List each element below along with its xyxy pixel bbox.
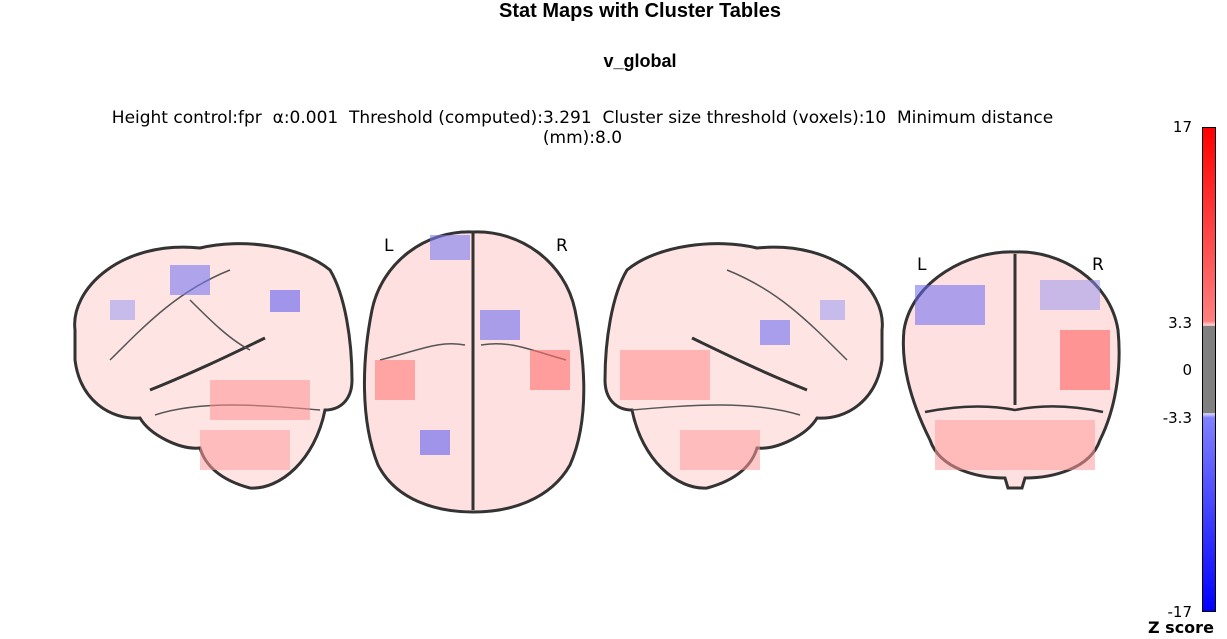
axial-blob xyxy=(375,360,415,400)
figure-title: Stat Maps with Cluster Tables xyxy=(499,0,781,22)
coronal-blob xyxy=(935,420,1095,470)
colorbar-label: Z score xyxy=(1148,618,1214,637)
coronal-view xyxy=(901,250,1121,490)
coronal-blob xyxy=(1040,280,1100,310)
axial-blob xyxy=(480,310,520,340)
sagittal-right-sulcus xyxy=(631,404,801,416)
sagittal-left-sulcus xyxy=(109,269,231,361)
colorbar-tick-zero: 0 xyxy=(1182,361,1192,379)
sagittal-left-blob xyxy=(270,290,300,312)
sagittal-left-view xyxy=(73,242,354,490)
sagittal-right-blob xyxy=(820,300,845,320)
axial-blob xyxy=(530,350,570,390)
axial-sulcus xyxy=(379,342,466,361)
coronal-sulcus xyxy=(924,405,1104,414)
axial-blob xyxy=(420,430,450,455)
colorbar-tick-pos-threshold: 3.3 xyxy=(1168,314,1192,332)
axial-right-label: R xyxy=(556,236,568,256)
sagittal-right-blob xyxy=(760,320,790,345)
sagittal-right-sulcus xyxy=(726,269,848,361)
sagittal-left-blob xyxy=(170,265,210,295)
sagittal-right-blob xyxy=(620,350,710,400)
sagittal-right-sulcus xyxy=(691,336,808,392)
sagittal-left-blob xyxy=(200,430,290,470)
axial-left-label: L xyxy=(384,236,394,256)
sagittal-left-blob xyxy=(110,300,135,320)
coronal-left-label: L xyxy=(917,255,927,275)
sagittal-left-sulcus xyxy=(189,299,251,351)
colorbar xyxy=(1202,127,1216,612)
sagittal-left-sulcus xyxy=(149,336,266,392)
coronal-blob xyxy=(1060,330,1110,390)
sagittal-right-blob xyxy=(680,430,760,470)
colorbar-tick-min: -17 xyxy=(1167,603,1193,621)
colorbar-tick-neg-threshold: -3.3 xyxy=(1162,409,1192,427)
axial-blob xyxy=(430,235,470,260)
coronal-blob xyxy=(915,285,985,325)
figure-subtitle: v_global xyxy=(603,51,677,71)
sagittal-right-view xyxy=(603,242,884,490)
colorbar-tick-max: 17 xyxy=(1172,118,1192,136)
sagittal-right-outline xyxy=(603,242,884,490)
coronal-right-label: R xyxy=(1092,255,1104,275)
sagittal-left-blob xyxy=(210,380,310,420)
axial-view xyxy=(362,230,586,514)
threshold-parameters: Height control:fpr α:0.001 Threshold (co… xyxy=(111,108,1054,148)
